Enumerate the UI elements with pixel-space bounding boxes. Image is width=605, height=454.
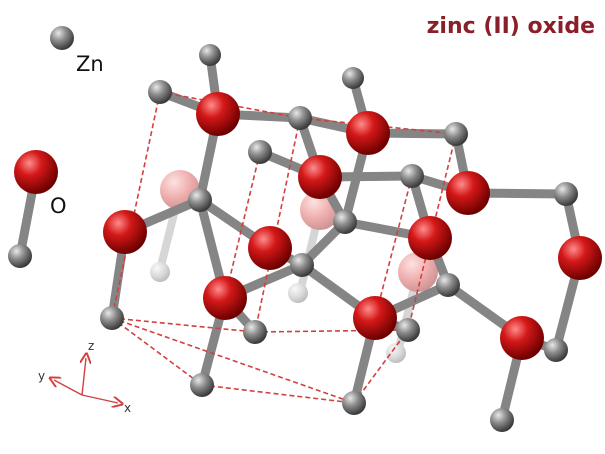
zinc-atom [148,80,172,104]
oxygen-atom [500,316,544,360]
oxygen-atom [353,296,397,340]
legend-label-zinc: Zn [76,52,104,76]
legend-label-oxygen: O [50,194,67,218]
oxygen-atom [346,111,390,155]
oxygen-atoms [103,92,602,360]
oxygen-atom [558,236,602,280]
axis-label-z: z [88,339,94,353]
zinc-atom [444,122,468,146]
zinc-atom-far [150,262,170,282]
axis-label-x: x [124,401,131,415]
zinc-atoms [100,44,578,432]
legend-zinc-atom [50,26,74,50]
legend-oxygen-atom [14,150,58,194]
zinc-atom [188,188,212,212]
zinc-atom [490,408,514,432]
zinc-atom [396,318,420,342]
zinc-atom [199,44,221,66]
zinc-atom [436,273,460,297]
diagram-title: zinc (II) oxide [426,14,595,39]
zinc-atom [243,320,267,344]
zinc-atom [342,67,364,89]
zinc-atom [100,306,124,330]
oxygen-atom [196,92,240,136]
oxygen-atom [103,210,147,254]
oxygen-atom [298,155,342,199]
zinc-atom [290,253,314,277]
legend-atoms [8,26,74,268]
oxygen-atom [446,171,490,215]
oxygen-atom [203,276,247,320]
zinc-atom [248,140,272,164]
zinc-atom [333,210,357,234]
zinc-atom [288,106,312,130]
legend-zinc-atom [8,244,32,268]
zinc-atom [544,338,568,362]
oxygen-atom [248,226,292,270]
oxygen-atom [408,216,452,260]
axis-label-y: y [38,369,45,383]
zinc-atom [400,164,424,188]
zinc-atom [554,182,578,206]
zinc-atom [342,391,366,415]
oxygen-atom-far [398,252,438,292]
axis-triad [54,358,118,403]
zinc-atom [190,373,214,397]
back-layer [150,170,438,363]
zinc-atom-far [386,343,406,363]
zinc-atom-far [288,283,308,303]
